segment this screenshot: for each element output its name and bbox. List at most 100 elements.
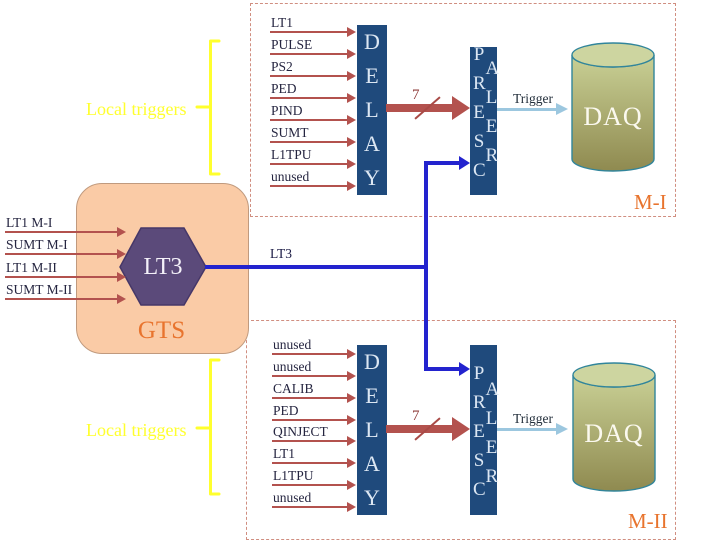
m1-bus-width-label: 7 [412, 87, 420, 103]
signal-row: LT1 M-II [5, 255, 126, 282]
signal-label: LT1 [271, 15, 294, 30]
m1-region-label: M-I [634, 190, 667, 214]
signal-label: QINJECT [273, 424, 328, 440]
signal-arrow-line [5, 230, 118, 233]
signal-arrowhead-icon [117, 294, 126, 305]
signal-label: unused [273, 336, 312, 352]
m2-trigger-arrowhead-icon [556, 423, 568, 435]
signal-label: L1TPU [273, 468, 314, 484]
lt3-hexagon-label: LT3 [143, 254, 183, 280]
m2-input-signals: unused unused CALIB PED [272, 333, 356, 513]
signal-arrowhead-icon [347, 502, 356, 513]
signal-row: unused [272, 355, 356, 381]
m2-bus-width-label: 7 [412, 408, 420, 424]
signal-label: LT1 M-I [6, 214, 53, 230]
signal-arrow-line [270, 53, 348, 55]
m2-region-label: M-II [628, 509, 668, 533]
signal-arrow-line [272, 352, 348, 355]
signal-arrow-line [272, 396, 348, 399]
gts-label: GTS [137, 317, 186, 344]
signal-row: L1TPU [270, 143, 356, 169]
signal-arrowhead-icon [347, 49, 356, 59]
signal-arrow-line [5, 298, 118, 301]
signal-label: LT1 [273, 446, 296, 462]
m1-trigger-arrowhead-icon [556, 103, 568, 115]
m2-daq-label: DAQ [584, 419, 644, 448]
signal-arrow-line [5, 275, 118, 278]
lt3-branch-m2-arrowhead-icon [459, 362, 470, 376]
signal-arrow-line [272, 506, 348, 509]
signal-row: SUMT M-I [5, 233, 126, 260]
signal-arrowhead-icon [347, 414, 356, 425]
signal-arrowhead-icon [347, 115, 356, 125]
signal-label: LT1 M-II [6, 259, 57, 275]
signal-arrowhead-icon [347, 93, 356, 103]
m1-input-signals: LT1 PULSE PS2 PED PI [270, 11, 356, 191]
lt3-line-label: LT3 [270, 246, 293, 261]
m2-daq-cylinder [572, 362, 656, 492]
signal-arrow-line [272, 374, 348, 377]
signal-row: PED [270, 77, 356, 103]
signal-row: LT1 M-I [5, 211, 126, 237]
signal-arrow-line [272, 462, 348, 465]
signal-arrowhead-icon [347, 436, 356, 447]
m1-trigger-label: Trigger [513, 91, 554, 106]
signal-arrow-line [270, 141, 348, 143]
signal-label: PED [271, 81, 297, 96]
signal-arrow-line [270, 185, 348, 187]
m2-bus-arrowhead-icon [452, 417, 470, 441]
signal-label: PED [273, 402, 299, 418]
signal-label: L1TPU [271, 147, 312, 162]
lt3-branch-m2 [424, 367, 461, 371]
signal-arrow-line [270, 163, 348, 165]
signal-row: CALIB [272, 377, 356, 403]
signal-label: SUMT M-I [6, 237, 68, 253]
signal-arrow-line [270, 119, 348, 121]
signal-label: SUMT [271, 125, 309, 140]
signal-arrowhead-icon [347, 370, 356, 381]
signal-label: CALIB [273, 380, 314, 396]
brace-bottom [195, 358, 221, 496]
lt3-line-main [205, 265, 426, 269]
signal-arrowhead-icon [117, 226, 126, 237]
signal-label: PIND [271, 103, 303, 118]
signal-arrowhead-icon [347, 159, 356, 169]
signal-row: QINJECT [272, 421, 356, 447]
signal-row: L1TPU [272, 464, 356, 491]
signal-row: unused [270, 165, 356, 191]
signal-row: PULSE [270, 33, 356, 59]
brace-top [195, 39, 221, 176]
signal-arrow-line [5, 253, 118, 256]
lt3-branch-m1-arrowhead-icon [459, 156, 470, 170]
m1-bus-arrowhead-icon [452, 96, 470, 120]
gts-input-signals: LT1 M-I SUMT M-I LT1 M-II SUMT M-II [5, 211, 126, 305]
m1-daq-label: DAQ [583, 102, 643, 131]
signal-label: PULSE [271, 37, 313, 52]
signal-row: unused [272, 486, 356, 513]
signal-row: SUMT M-II [5, 278, 126, 305]
signal-arrowhead-icon [347, 71, 356, 81]
signal-row: PED [272, 399, 356, 425]
signal-arrow-line [270, 75, 348, 77]
m1-region-box [250, 3, 676, 217]
signal-arrowhead-icon [347, 480, 356, 491]
signal-arrow-line [272, 484, 348, 487]
signal-arrowhead-icon [117, 249, 126, 260]
m2-trigger-arrow [497, 428, 558, 431]
m1-bus-arrow [386, 104, 453, 112]
signal-arrow-line [272, 418, 348, 421]
signal-row: PS2 [270, 55, 356, 81]
signal-row: PIND [270, 99, 356, 125]
signal-label: unused [273, 358, 312, 374]
signal-arrowhead-icon [347, 348, 356, 359]
signal-label: PS2 [271, 59, 293, 74]
lt3-branch-m1 [424, 161, 461, 165]
signal-arrow-line [270, 31, 348, 33]
